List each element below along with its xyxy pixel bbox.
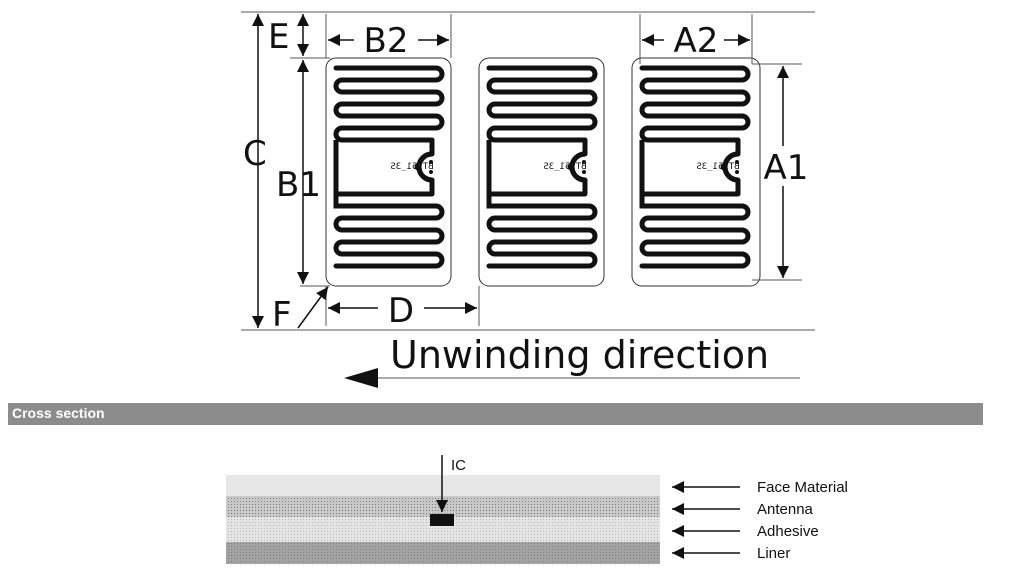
layer-label-face-material: Face Material xyxy=(757,479,848,496)
cross-section-title: Cross section xyxy=(12,405,105,421)
dimension-f-label: F xyxy=(272,295,292,335)
dimension-f-arrow xyxy=(297,286,329,329)
dimension-e-label: E xyxy=(268,17,289,57)
layer-antenna xyxy=(226,496,660,517)
label-outline-3 xyxy=(631,57,761,287)
layer-label-antenna: Antenna xyxy=(757,501,814,518)
dimension-a2-label: A2 xyxy=(674,21,719,61)
layer-face-material xyxy=(226,475,660,496)
chip-marking-1: BT151_3S xyxy=(390,162,433,172)
chip-marking-2: BT151_3S xyxy=(543,162,586,172)
label-outline-2 xyxy=(478,57,605,287)
dimension-a1-label: A1 xyxy=(764,148,809,188)
dimension-b1-label: B1 xyxy=(276,165,321,205)
cross-section-header: Cross section xyxy=(8,403,983,425)
layer-liner xyxy=(226,542,660,564)
unwinding-direction-label: Unwinding direction xyxy=(390,333,769,377)
chip-marking-3: BT151_3S xyxy=(696,162,739,172)
dimension-d-label: D xyxy=(388,291,414,331)
layer-label-adhesive: Adhesive xyxy=(757,523,819,540)
ic-chip xyxy=(430,514,454,526)
layer-label-liner: Liner xyxy=(757,545,790,562)
unwinding-direction-arrowhead xyxy=(344,368,378,388)
label-outline-1 xyxy=(325,57,452,287)
dimension-c-label: C xyxy=(243,134,267,174)
dimension-b2-label: B2 xyxy=(364,21,409,61)
ic-label: IC xyxy=(451,457,466,474)
